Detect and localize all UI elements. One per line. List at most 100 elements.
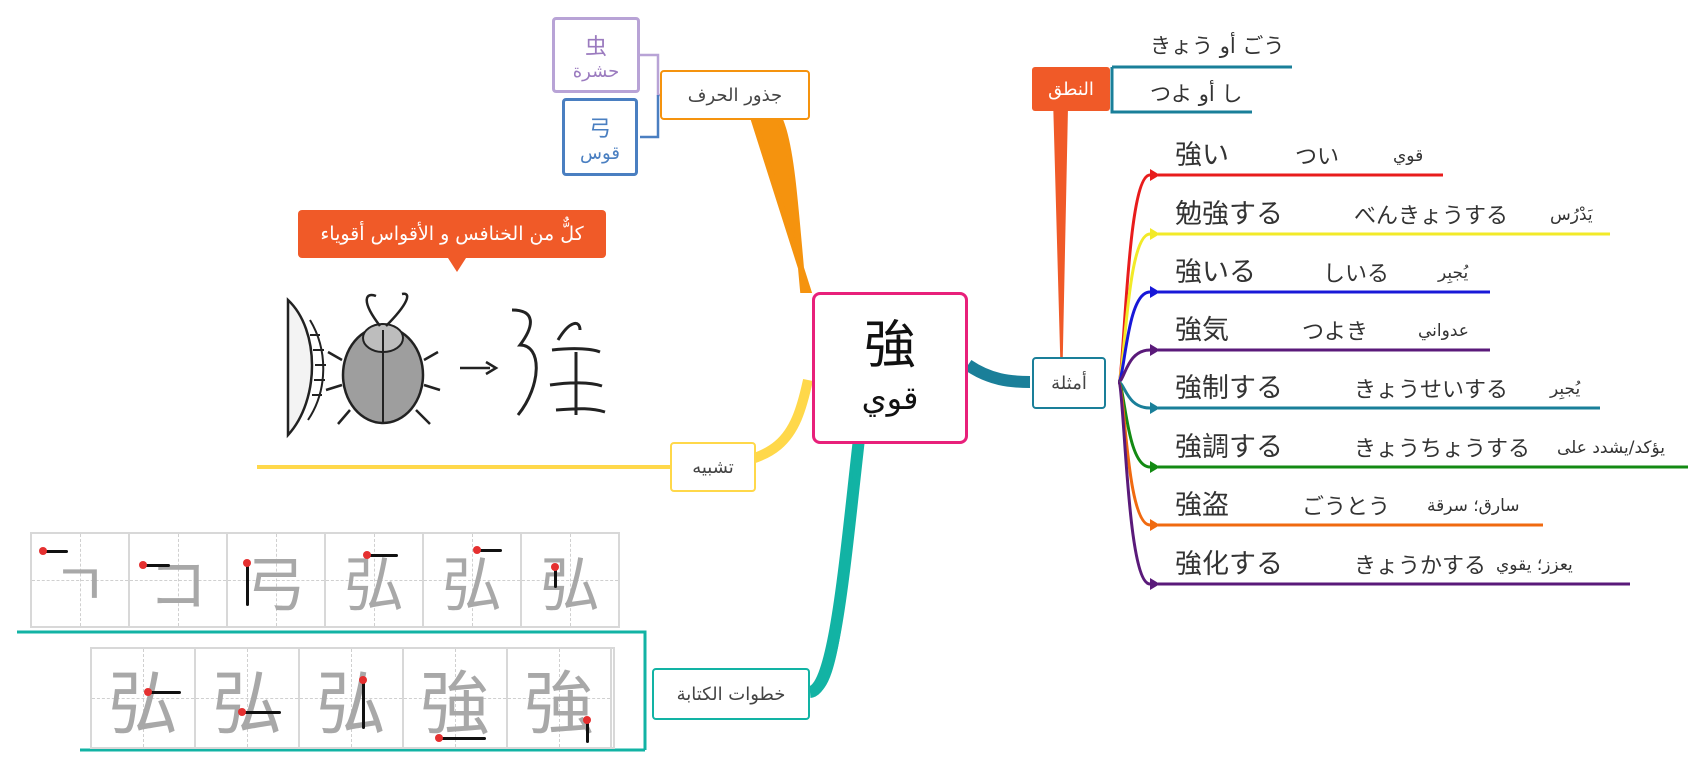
kunyomi-reading: つよ أو し <box>1150 82 1243 106</box>
examples-node[interactable]: أمثلة <box>1032 357 1106 409</box>
pronunciation-frame <box>1110 67 1252 114</box>
example-word: 強盗 <box>1175 490 1229 521</box>
example-word: 強制する <box>1175 373 1283 404</box>
examples-branch <box>964 359 1031 388</box>
stroke-step-cell: 弓 <box>228 534 326 626</box>
example-reading: きょうちょうする <box>1354 437 1531 462</box>
example-meaning: يؤكد/يشدد على <box>1557 438 1665 458</box>
roots-node[interactable]: جذور الحرف <box>660 70 810 120</box>
stroke-step-cell: 弘 <box>92 649 196 747</box>
current-stroke <box>42 550 68 553</box>
analogy-label: تشبيه <box>692 456 734 478</box>
stroke-step-cell: 弘 <box>300 649 404 747</box>
stroke-step-glyph: 弘 <box>316 662 386 745</box>
example-arrowhead <box>1150 519 1160 531</box>
stroke-step-cell: 強 <box>404 649 508 747</box>
stroke-start-dot <box>144 688 152 696</box>
stroke-step-cell: ㄱ <box>32 534 130 626</box>
stroke-order-grid-bottom: 弘弘弘強強 <box>90 647 615 749</box>
stroke-start-dot <box>243 559 251 567</box>
example-arrowhead <box>1150 402 1160 414</box>
example-arrowhead <box>1150 578 1160 590</box>
current-stroke <box>554 566 557 588</box>
analogy-illustration <box>280 290 625 440</box>
stroke-step-glyph: 強 <box>420 662 490 745</box>
analogy-callout: كلٌّ من الخنافس و الأقواس أقوياء <box>298 210 606 258</box>
stroke-step-cell: 弘 <box>326 534 424 626</box>
stroke-step-glyph: コ <box>148 550 208 621</box>
example-arrowhead <box>1150 286 1160 298</box>
example-arrowhead <box>1150 344 1160 356</box>
root-insect-kanji: 虫 <box>584 34 607 60</box>
example-meaning: يُجبِر <box>1438 263 1469 283</box>
example-arrowhead <box>1150 228 1160 240</box>
example-meaning: قوي <box>1393 146 1424 166</box>
stroke-step-glyph: 弘 <box>540 550 600 621</box>
example-word: 強化する <box>1175 549 1283 580</box>
roots-label: جذور الحرف <box>687 84 783 106</box>
callout-pointer <box>448 258 466 272</box>
roots-branch <box>740 88 813 293</box>
current-stroke <box>476 549 502 552</box>
example-reading: しいる <box>1323 262 1390 287</box>
stroke-step-glyph: 強 <box>524 662 594 745</box>
writing-frame <box>17 630 647 750</box>
stroke-start-dot <box>39 547 47 555</box>
example-meaning: عدواني <box>1418 321 1469 341</box>
pronunciation-node[interactable]: النطق <box>1032 67 1110 111</box>
stroke-start-dot <box>363 551 371 559</box>
writing-steps-node[interactable]: خطوات الكتابة <box>652 668 810 720</box>
example-reading: ごうとう <box>1302 495 1391 520</box>
example-arrowhead <box>1150 169 1160 181</box>
analogy-node[interactable]: تشبيه <box>670 442 756 492</box>
root-insect-node[interactable]: 虫 حشرة <box>552 17 640 93</box>
stroke-start-dot <box>238 708 246 716</box>
stroke-step-glyph: 弘 <box>212 662 282 745</box>
example-word: 強気 <box>1175 315 1229 346</box>
stroke-step-cell: 強 <box>508 649 612 747</box>
example-reading: べんきょうする <box>1354 204 1509 229</box>
current-stroke <box>586 719 589 743</box>
example-meaning: يُجبِر <box>1550 379 1581 399</box>
example-connector <box>1116 380 1151 586</box>
root-bow-kanji: 弓 <box>588 116 611 142</box>
stroke-step-cell: 弘 <box>196 649 300 747</box>
example-reading: つい <box>1295 145 1340 170</box>
stroke-start-dot <box>583 716 591 724</box>
example-reading: きょうかする <box>1354 554 1487 579</box>
examples-label: أمثلة <box>1051 372 1087 394</box>
stroke-step-glyph: 弘 <box>344 550 404 621</box>
current-stroke <box>362 679 365 729</box>
example-word: 強い <box>1175 140 1229 171</box>
central-kanji-node[interactable]: 強 قوي <box>812 292 968 444</box>
current-stroke <box>246 562 249 606</box>
example-word: 勉強する <box>1175 199 1283 230</box>
example-meaning: يَدْرُس <box>1550 205 1593 225</box>
root-1-link <box>640 53 660 97</box>
stroke-step-cell: コ <box>130 534 228 626</box>
writing-branch-2 <box>814 429 860 694</box>
stroke-step-glyph: ㄱ <box>52 550 108 621</box>
analogy-callout-text: كلٌّ من الخنافس و الأقواس أقوياء <box>320 223 584 245</box>
root-2-link <box>640 95 660 139</box>
root-insect-meaning: حشرة <box>572 60 620 82</box>
stroke-start-dot <box>473 546 481 554</box>
writing-steps-label: خطوات الكتابة <box>676 683 786 705</box>
example-word: 強いる <box>1175 257 1256 288</box>
central-kanji: 強 <box>863 316 916 376</box>
example-reading: つよき <box>1302 320 1369 345</box>
current-stroke <box>147 691 181 694</box>
onyomi-reading: きょう أو ごう <box>1150 34 1285 58</box>
example-word: 強調する <box>1175 432 1283 463</box>
current-stroke <box>438 737 486 740</box>
stroke-start-dot <box>139 561 147 569</box>
example-arrowhead <box>1150 461 1160 473</box>
stroke-step-glyph: 弓 <box>246 550 306 621</box>
central-meaning: قوي <box>861 379 919 417</box>
root-bow-node[interactable]: 弓 قوس <box>562 98 638 176</box>
pronunciation-label: النطق <box>1048 78 1094 100</box>
stroke-step-glyph: 弘 <box>442 550 502 621</box>
example-reading: きょうせいする <box>1354 378 1509 403</box>
stroke-start-dot <box>359 676 367 684</box>
